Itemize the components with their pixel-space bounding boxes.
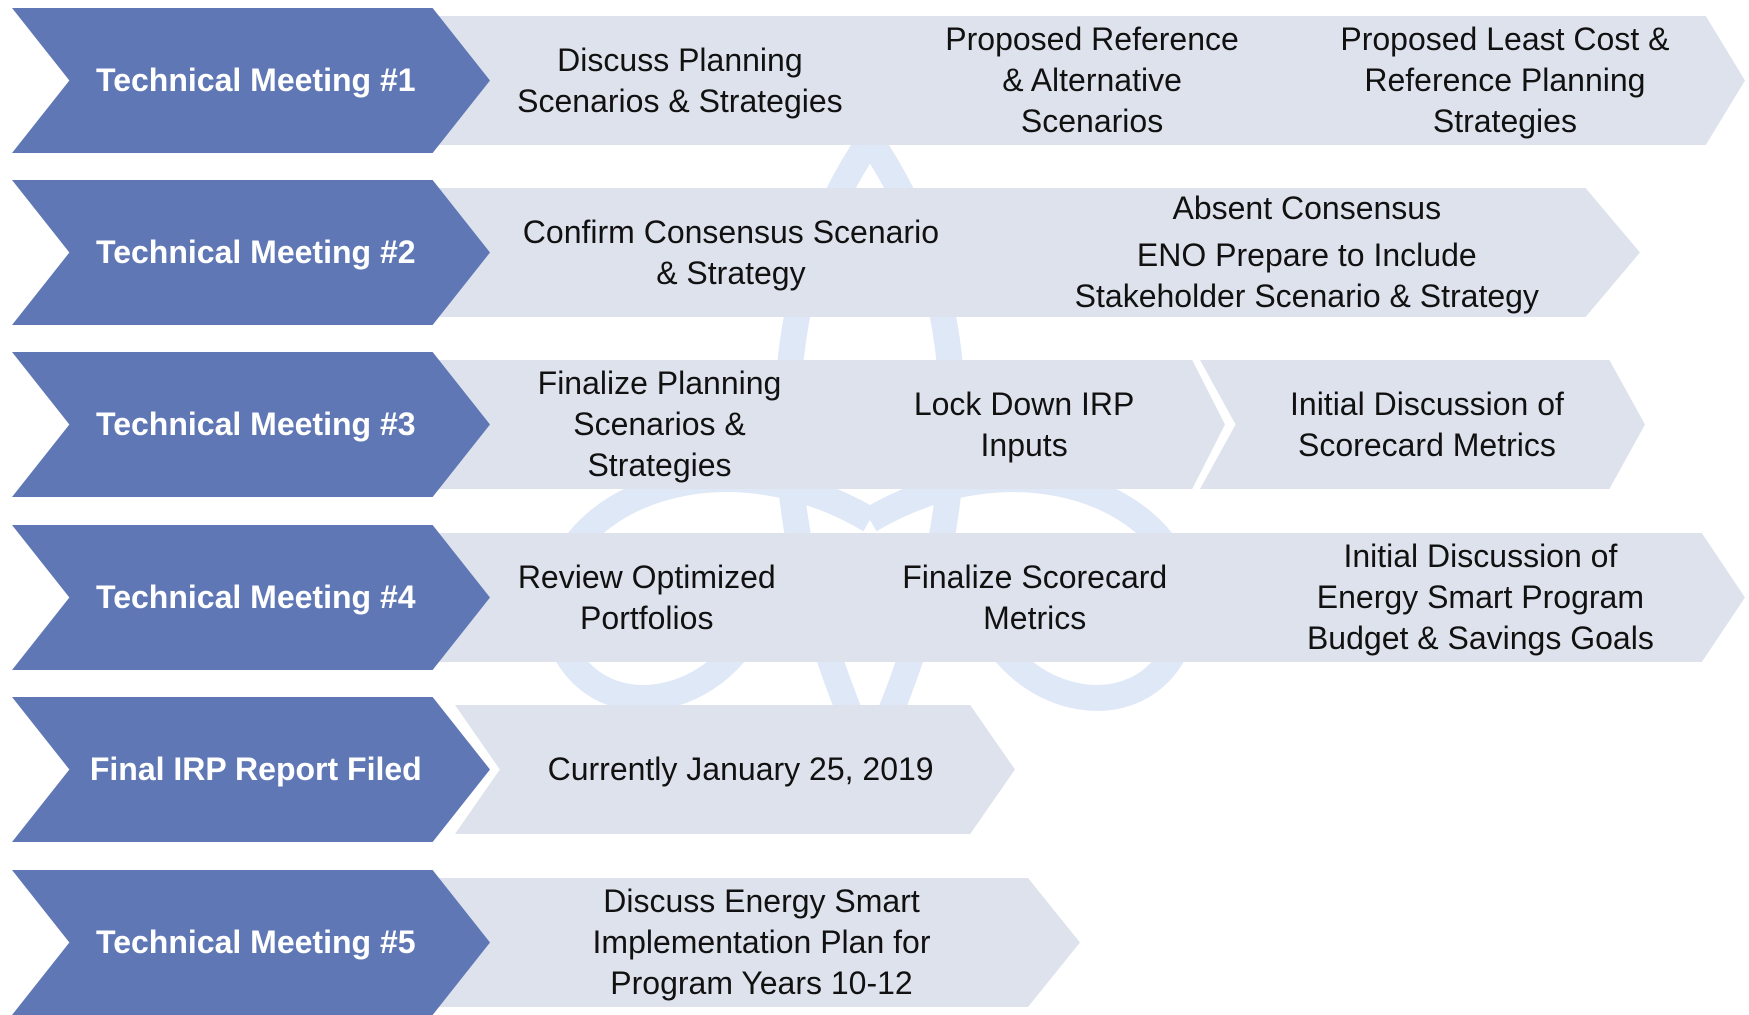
step-text-line: Finalize Scorecard bbox=[902, 558, 1168, 595]
process-step: Confirm Consensus Scenario & Strategy bbox=[430, 188, 1020, 317]
step-text-line: & Alternative bbox=[1002, 62, 1182, 98]
step-text-line: & Strategy bbox=[656, 254, 806, 291]
step-text-line: Confirm Consensus Scenario bbox=[522, 213, 939, 250]
step-text-line: Finalize Planning bbox=[537, 365, 782, 401]
step-text-line: Review Optimized bbox=[517, 558, 776, 595]
meeting-stage-label: Technical Meeting #1 bbox=[12, 8, 490, 153]
step-text-line: Stakeholder Scenario & Strategy bbox=[1074, 278, 1539, 314]
meeting-stage-label: Technical Meeting #5 bbox=[12, 870, 490, 1015]
meeting-stage-label: Final IRP Report Filed bbox=[12, 697, 490, 842]
step-text-line: Initial Discussion of bbox=[1290, 385, 1564, 422]
step-text-line: Absent Consensus bbox=[1172, 190, 1442, 226]
step-text-line: Proposed Least Cost & bbox=[1340, 21, 1670, 57]
step-text-line: Proposed Reference bbox=[945, 21, 1239, 57]
process-step: Initial Discussion of Energy Smart Progra… bbox=[1205, 533, 1745, 662]
meeting-stage-label: Technical Meeting #2 bbox=[12, 180, 490, 325]
step-text-line: Initial Discussion of bbox=[1343, 538, 1618, 574]
step-text-line: Implementation Plan for bbox=[592, 924, 931, 960]
step-text-line: Currently January 25, 2019 bbox=[547, 751, 934, 787]
step-text-line: Scenarios & Strategies bbox=[517, 82, 843, 119]
step-text-line: ENO Prepare to Include bbox=[1136, 237, 1477, 273]
step-text-line: Strategies bbox=[587, 447, 732, 483]
step-text-line: Energy Smart Program bbox=[1316, 579, 1644, 615]
step-text-line: Metrics bbox=[983, 599, 1087, 636]
step-text-line: Lock Down IRP bbox=[913, 385, 1135, 422]
step-text-line: Program Years 10-12 bbox=[610, 965, 913, 1001]
step-text-line: Budget & Savings Goals bbox=[1306, 620, 1654, 656]
step-text-line: Portfolios bbox=[580, 599, 714, 636]
meeting-stage-label: Technical Meeting #3 bbox=[12, 352, 490, 497]
step-text-line: Inputs bbox=[980, 426, 1068, 463]
step-text-line: Scenarios & bbox=[573, 406, 746, 442]
step-text-line: Strategies bbox=[1432, 103, 1577, 139]
step-text-line: Scorecard Metrics bbox=[1298, 426, 1556, 463]
process-step: Currently January 25, 2019 bbox=[455, 705, 1015, 834]
step-text-line: Scenarios bbox=[1020, 103, 1164, 139]
process-step: Initial Discussion of Scorecard Metrics bbox=[1200, 360, 1645, 489]
step-text-line: Discuss Planning bbox=[557, 41, 803, 78]
meeting-stage-label: Technical Meeting #4 bbox=[12, 525, 490, 670]
step-text-line: Reference Planning bbox=[1364, 62, 1646, 98]
step-text-line: Discuss Energy Smart bbox=[603, 883, 920, 919]
process-step: Lock Down IRP Inputs bbox=[815, 360, 1225, 489]
